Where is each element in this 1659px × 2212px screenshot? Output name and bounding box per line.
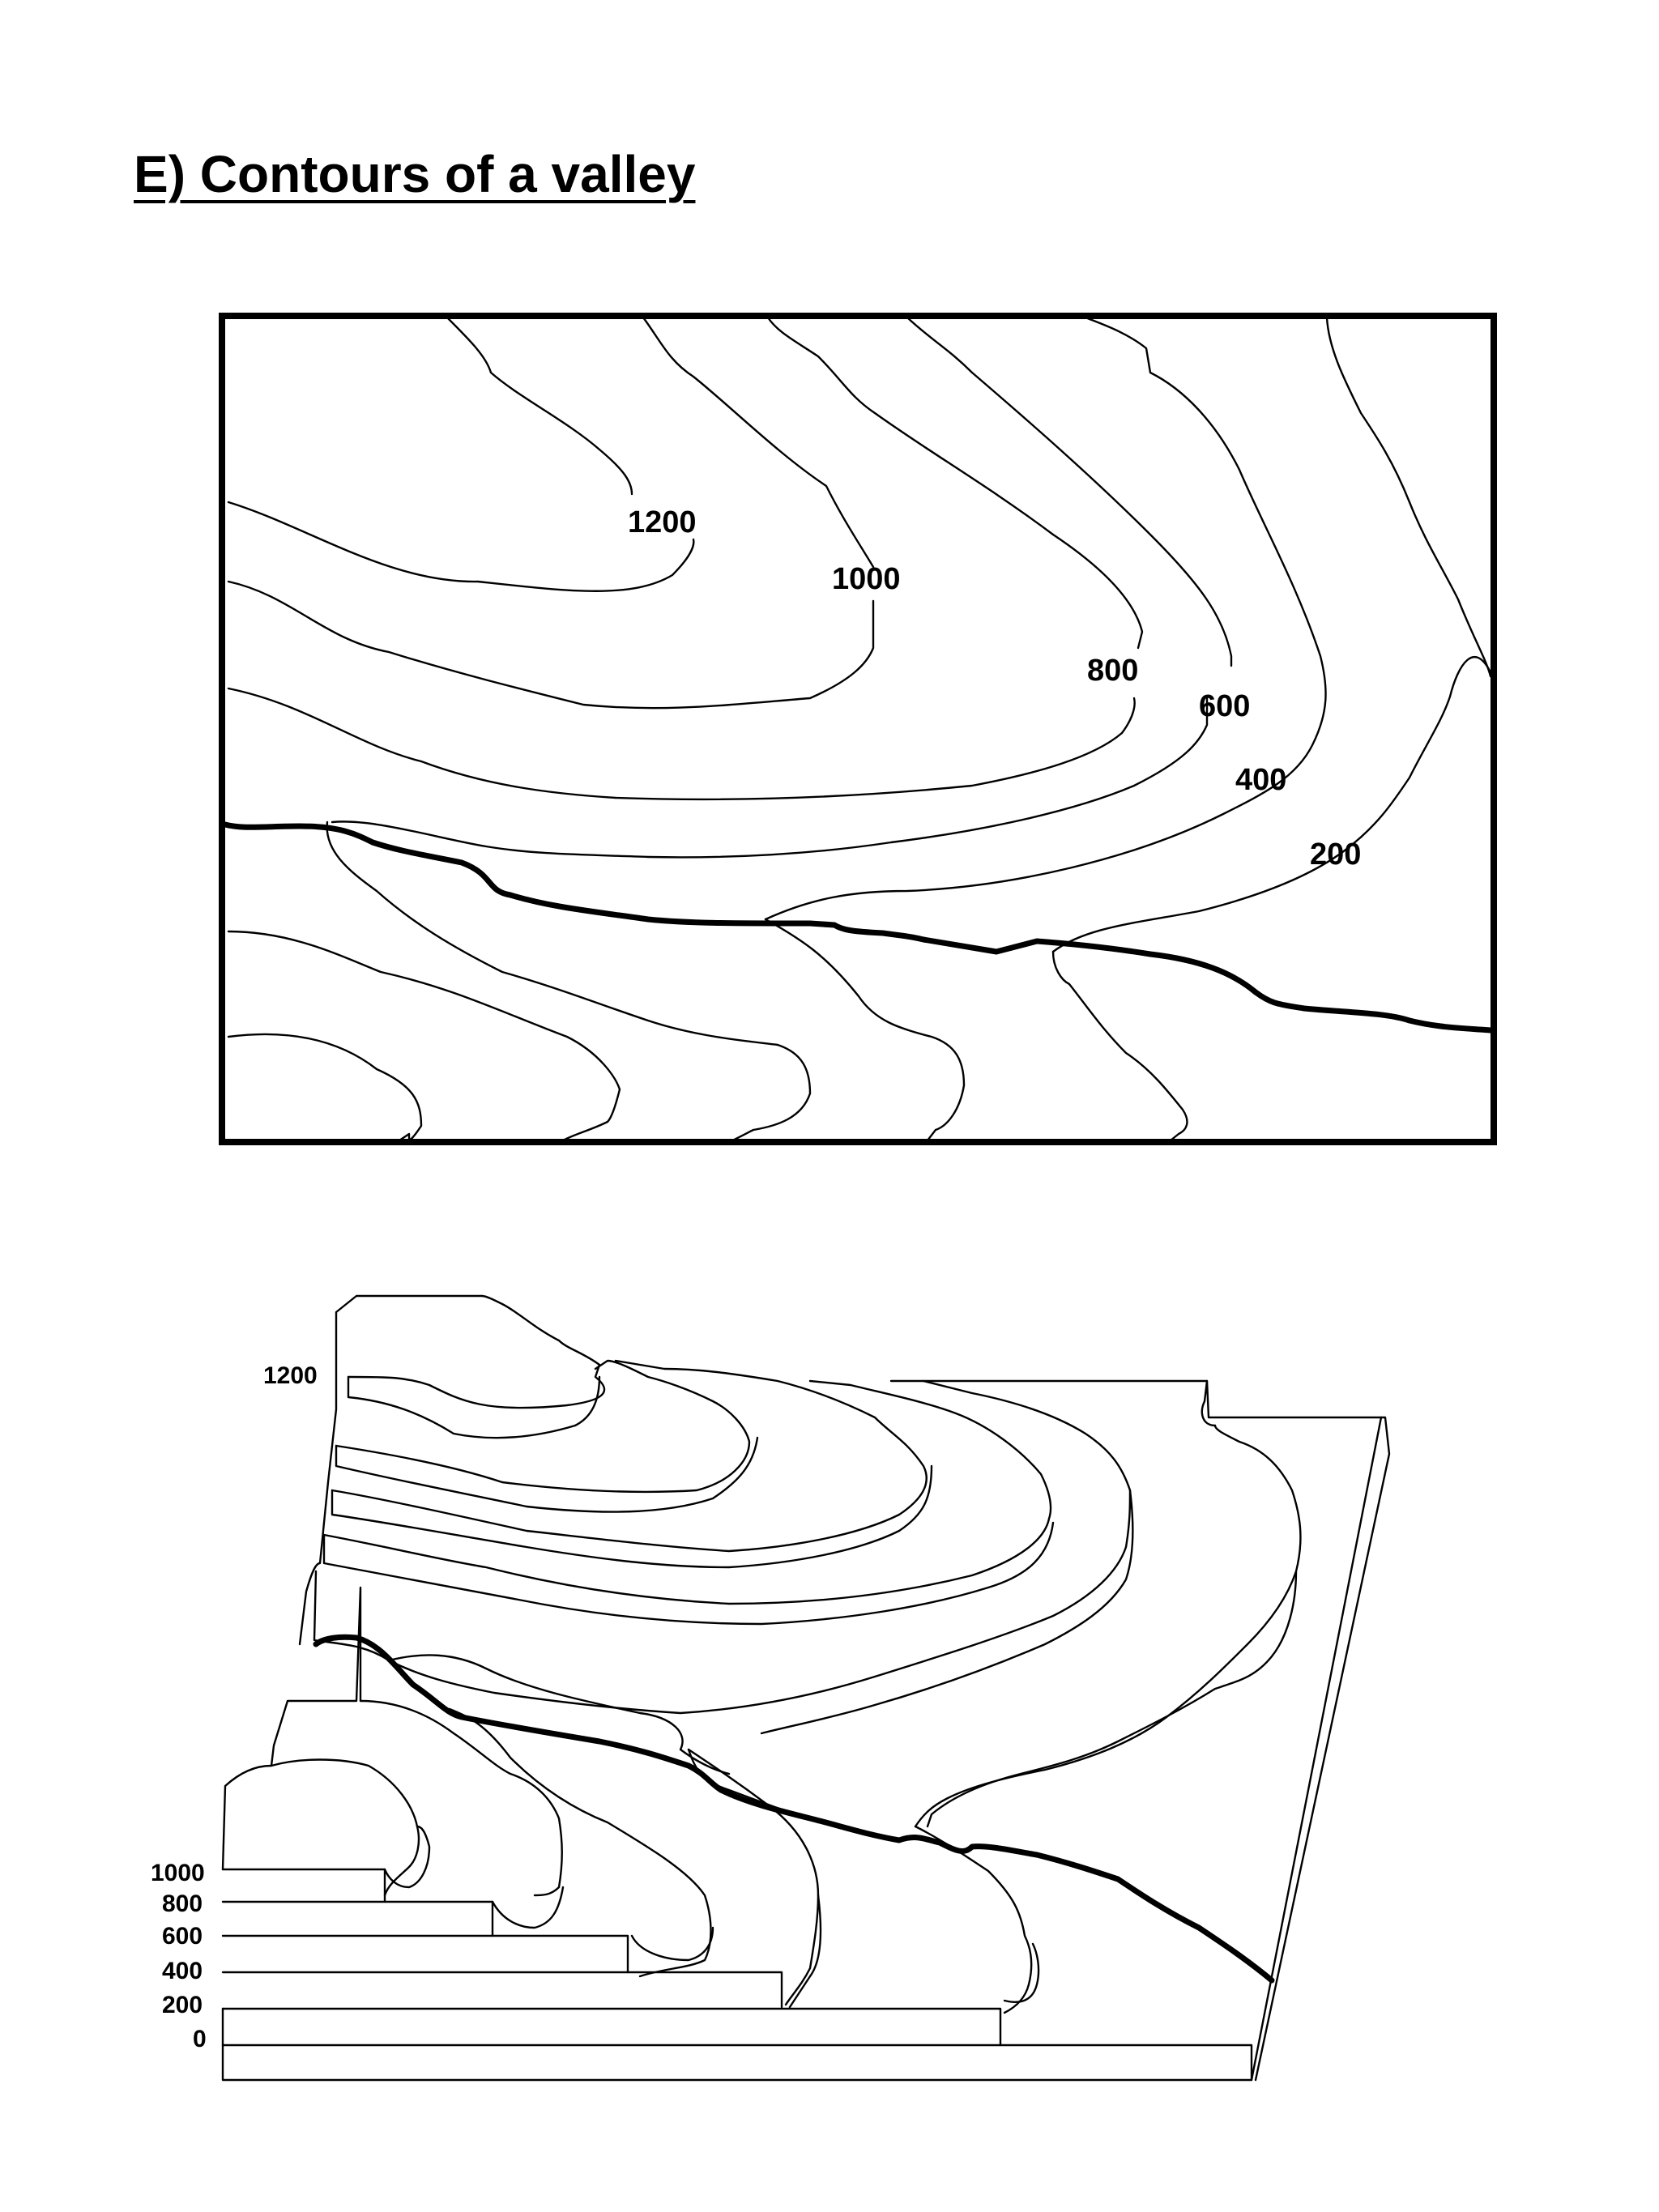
block-diagram: 1200 1000 800 600 400 200 0 — [151, 1294, 1391, 2082]
left-edge — [221, 1586, 362, 1871]
terrace-1000 — [335, 1359, 751, 1494]
contour-line-800 — [227, 687, 1136, 801]
page-title: E) Contours of a valley — [134, 145, 696, 203]
terrace-left-1000-face — [383, 1825, 431, 1889]
terrace-left-1000 — [270, 1758, 420, 1897]
contour-label-1200: 1200 — [628, 505, 697, 539]
block-label-400: 400 — [162, 1958, 203, 1984]
contour-label-400: 400 — [1235, 763, 1286, 797]
contour-label-800: 800 — [1087, 654, 1138, 688]
contour-line-1000 — [227, 580, 875, 710]
contour-line-200 — [1051, 655, 1492, 953]
river — [222, 821, 1494, 1034]
left-edge-upper — [298, 1294, 484, 1646]
map-frame — [219, 313, 1497, 1145]
block-label-600: 600 — [162, 1923, 203, 1950]
plateau-back-edge — [889, 1379, 1383, 1419]
step-400 — [221, 1971, 783, 2009]
terrace-left-200-face — [1003, 1942, 1040, 2003]
terrace-600 — [322, 1379, 1052, 1605]
terrace-left-400 — [687, 1748, 820, 2006]
terrace-400 — [313, 1379, 1132, 1715]
base-slab-side — [1250, 1416, 1391, 2082]
block-label-800: 800 — [162, 1890, 203, 1917]
block-label-1000: 1000 — [151, 1860, 205, 1886]
step-600 — [221, 1934, 629, 1974]
terrace-400-face — [760, 1489, 1134, 1735]
terrace-200 — [914, 1424, 1302, 1828]
step-1000 — [221, 1868, 386, 1903]
terrace-left-600 — [448, 1707, 712, 1978]
block-label-1200: 1200 — [263, 1362, 318, 1389]
contour-line-1200 — [227, 501, 695, 592]
contour-line-1000-upper — [642, 316, 875, 569]
plateau-surface-edge — [1201, 1379, 1217, 1427]
contour-line-200-upper — [1325, 316, 1492, 678]
contour-line-south-400 — [764, 918, 966, 1142]
contour-line-600-upper — [906, 316, 1233, 667]
block-label-200: 200 — [162, 1992, 203, 2018]
terrace-1200-face — [347, 1375, 601, 1439]
contour-label-1000: 1000 — [832, 562, 901, 596]
terrace-left-200 — [914, 1825, 1033, 2014]
terrace-left-800-face — [491, 1886, 565, 1929]
contour-line-south-600 — [326, 820, 812, 1144]
contour-line-400 — [764, 316, 1327, 921]
contour-map: 1200 1000 800 600 400 200 — [219, 313, 1497, 1145]
terrace-800 — [331, 1359, 928, 1553]
terrace-800-face — [331, 1464, 933, 1569]
terrace-left-400-face — [788, 1894, 822, 2009]
contour-line-600 — [331, 695, 1209, 859]
terrace-200-face — [926, 1570, 1298, 1828]
terrace-1000-face — [335, 1436, 759, 1513]
block-river — [313, 1634, 1275, 1984]
base-slab — [221, 2044, 1253, 2082]
block-label-0: 0 — [193, 2026, 207, 2052]
contour-label-600: 600 — [1199, 689, 1250, 723]
terrace-middle-2 — [687, 1748, 820, 1824]
terrace-left-600-face — [630, 1926, 714, 1962]
step-200 — [221, 2007, 1002, 2047]
terrace-middle — [387, 1654, 731, 1775]
contour-line-south-800 — [227, 930, 621, 1142]
contour-line-800-upper — [766, 316, 1144, 650]
terrace-1200 — [347, 1294, 606, 1409]
terrace-left-800 — [359, 1699, 563, 1897]
step-800 — [221, 1900, 494, 1937]
terrace-600-face — [322, 1521, 1055, 1626]
contour-line-south-1000 — [227, 1033, 423, 1144]
contour-line-south-200 — [1051, 950, 1188, 1142]
contour-label-200: 200 — [1310, 837, 1361, 872]
contour-line-1200-upper — [446, 316, 633, 496]
